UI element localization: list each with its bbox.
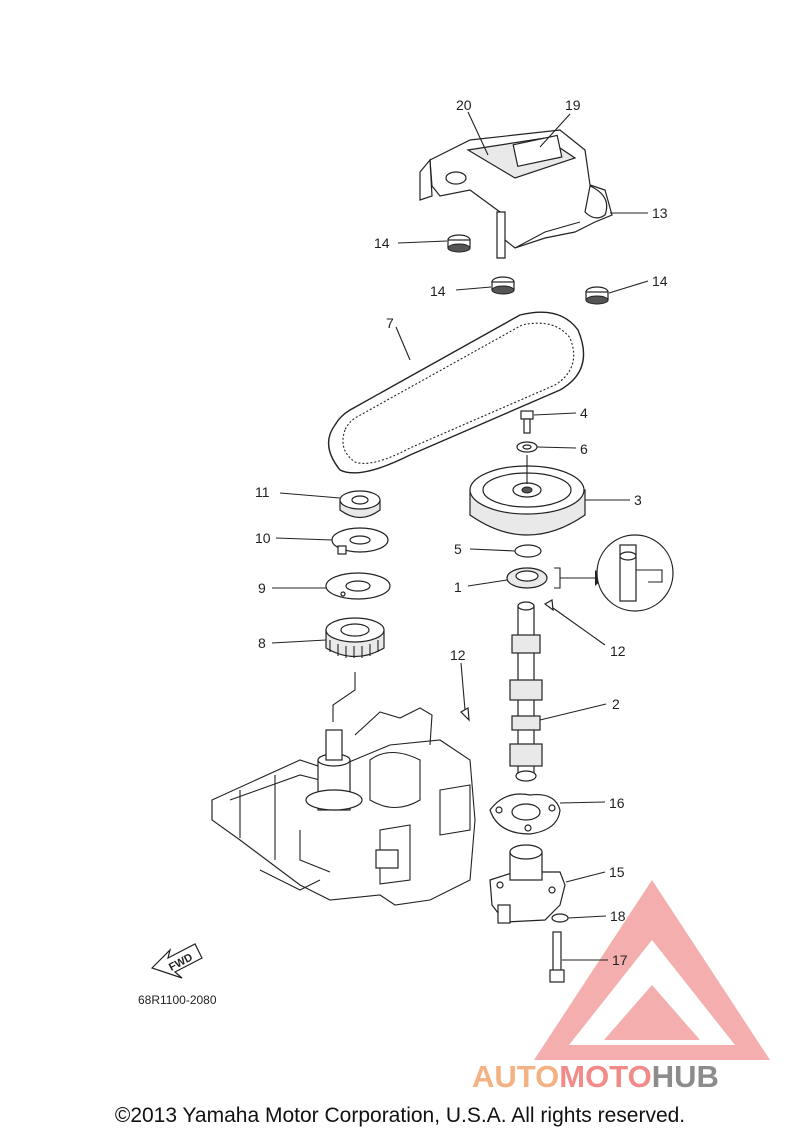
callout-3: 3: [634, 492, 642, 508]
callout-5: 5: [454, 541, 462, 557]
callout-15: 15: [609, 864, 625, 880]
watermark-text: AUTOMOTOHUB: [472, 1059, 719, 1094]
diagram-code: 68R1100-2080: [138, 993, 217, 1007]
callout-19: 19: [565, 97, 581, 113]
callout-14: 14: [374, 235, 390, 251]
callout-14: 14: [652, 273, 668, 289]
callout-18: 18: [610, 908, 626, 924]
grommet-left: [447, 234, 471, 253]
timing-belt: [327, 311, 585, 474]
drive-pulley: [325, 617, 385, 722]
callout-17: 17: [612, 952, 628, 968]
lock-washer: [331, 527, 389, 555]
watermark-moto: MOTO: [559, 1059, 651, 1094]
copyright-notice: ©2013 Yamaha Motor Corporation, U.S.A. A…: [115, 1104, 685, 1127]
pump-bolt: [549, 931, 565, 983]
seal-detail-inset: [554, 534, 674, 612]
grommet-right: [585, 286, 609, 305]
callout-12: 12: [450, 647, 466, 663]
watermark-auto: AUTO: [472, 1059, 559, 1094]
callout-8: 8: [258, 635, 266, 651]
woodruff-key-upper: [543, 599, 554, 612]
grommet-center: [491, 276, 515, 295]
callout-labels: 20 19 13 14 14 14 7 4 6 3 11 10 5 1 9 12…: [255, 97, 668, 968]
callout-1: 1: [454, 579, 462, 595]
camshaft: [509, 601, 543, 782]
callout-16: 16: [609, 795, 625, 811]
washer-small: [551, 913, 569, 923]
callout-13: 13: [652, 205, 668, 221]
washer: [516, 441, 538, 453]
oil-pump: [489, 844, 566, 924]
callout-10: 10: [255, 530, 271, 546]
callout-20: 20: [456, 97, 472, 113]
o-ring: [514, 544, 542, 558]
lock-nut: [339, 490, 381, 519]
callout-11: 11: [255, 484, 270, 500]
oil-seal: [506, 567, 548, 589]
bolt: [520, 410, 534, 434]
callout-7: 7: [386, 315, 394, 331]
timing-belt-cover: [419, 129, 613, 259]
callout-6: 6: [580, 441, 588, 457]
fwd-label: FWD: [167, 951, 195, 973]
plate-washer: [325, 572, 391, 600]
fwd-arrow-icon: FWD: [150, 943, 203, 979]
watermark-hub: HUB: [652, 1059, 719, 1094]
watermark-logo: [534, 880, 770, 1060]
callout-12: 12: [610, 643, 626, 659]
gasket: [489, 793, 561, 835]
callout-2: 2: [612, 696, 620, 712]
callout-4: 4: [580, 405, 588, 421]
leader-lines: [271, 111, 649, 961]
crankcase: [211, 707, 476, 906]
callout-9: 9: [258, 580, 266, 596]
callout-14: 14: [430, 283, 446, 299]
driven-pulley: [469, 455, 586, 536]
